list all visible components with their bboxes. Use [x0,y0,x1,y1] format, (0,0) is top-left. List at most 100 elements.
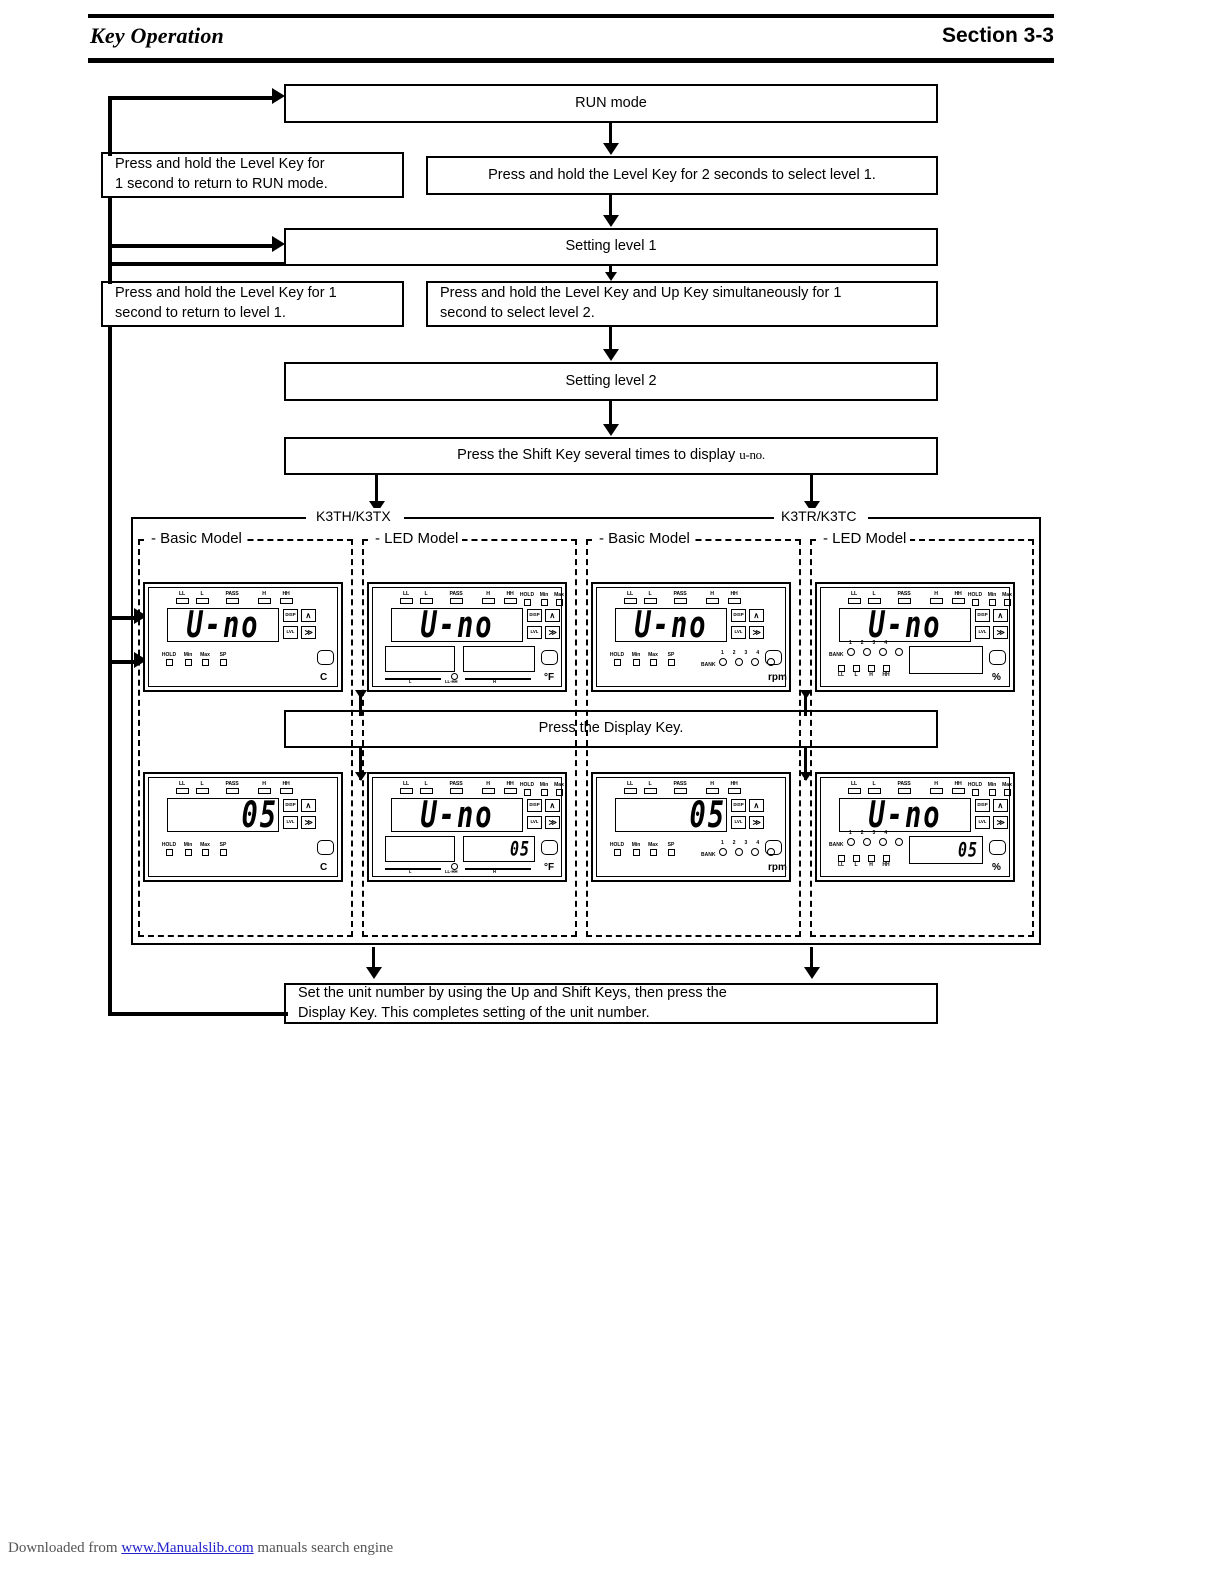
return-level1-line1: Press and hold the Level Key for 1 [115,285,337,302]
flow-box-return-level1: Press and hold the Level Key for 1 secon… [101,281,404,327]
unit-label-k3tc-led: % [992,672,1001,683]
btn-level-key-glyph: LVL [286,629,295,635]
arrow-run-to-level1 [603,143,619,155]
unit-label-k3th-basic-2: C [320,862,328,873]
btn-up-key[interactable]: ∧ [301,609,316,622]
indicator-hh: HH [949,591,967,604]
page-header: Key Operation Section 3-3 [88,14,1054,63]
indicator-hh: HH [277,591,295,604]
btn-up-key[interactable]: ∧ [993,799,1008,812]
btn-up-key-glyph: ∧ [753,610,760,620]
btn-level-key[interactable]: LVL [731,626,746,639]
btn-shift-key[interactable]: ≫ [993,626,1008,639]
main-display: U-no [167,608,279,642]
main-display: U-no [615,608,727,642]
flow-box-run-mode: RUN mode [284,84,938,123]
indicator-h-limit-led [867,665,875,672]
btn-level-key[interactable]: LVL [283,626,298,639]
btn-display-key[interactable]: DISP [283,799,298,812]
indicator-ll-led [623,598,637,604]
btn-shift-key[interactable]: ≫ [749,816,764,829]
btn-level-key[interactable]: LVL [283,816,298,829]
btn-level-key-glyph: LVL [530,629,539,635]
manualslib-link[interactable]: www.Manualslib.com [121,1540,254,1556]
main-display: 05 [615,798,727,832]
btn-shift-key[interactable]: ≫ [749,626,764,639]
btn-shift-key[interactable]: ≫ [301,626,316,639]
bank-indicator-row: BANK [701,658,779,668]
indicator-hold-status: HOLD [609,652,625,666]
btn-display-key[interactable]: DISP [527,609,542,622]
btn-level-key[interactable]: LVL [731,816,746,829]
shift-key-text: Press the Shift Key several times to dis… [457,446,765,466]
main-display: U-no [839,608,971,642]
feedback-run-vertical [108,96,112,156]
indicator-ll-limit: LL [835,854,847,868]
indicator-min-top: Min [536,592,552,606]
connector-setting1-to-level2sel [609,266,612,273]
header-rule-top [88,14,1054,18]
btn-display-key[interactable]: DISP [527,799,542,812]
btn-up-key[interactable]: ∧ [749,609,764,622]
btn-display-key[interactable]: DISP [283,609,298,622]
indicator-min-top: Min [536,782,552,796]
btn-display-key[interactable]: DISP [731,609,746,622]
flow-box-shift-key: Press the Shift Key several times to dis… [284,437,938,475]
feedback-level1-vertical-b [108,244,112,284]
bargraph-center-dot [451,863,458,870]
btn-shift-key[interactable]: ≫ [545,626,560,639]
sub-display-left [385,836,455,862]
indicator-ll-limit-led [837,665,845,672]
indicator-pass: PASS [223,781,241,794]
main-display: U-no [391,608,523,642]
indicator-max-top: Max [999,782,1015,796]
connector-level2sel-to-setting2 [609,327,612,349]
indicator-max-status-led [649,849,657,856]
btn-up-key[interactable]: ∧ [545,609,560,622]
main-display-value: 05 [689,798,726,832]
btn-shift-key[interactable]: ≫ [545,816,560,829]
btn-level-key[interactable]: LVL [975,816,990,829]
btn-level-key[interactable]: LVL [975,626,990,639]
btn-display-key[interactable]: DISP [975,609,990,622]
flow-box-display-key: Press the Display Key. [284,710,938,748]
indicator-h-led [929,598,943,604]
indicator-l-led [195,788,209,794]
indicator-h-led [257,598,271,604]
indicator-hold-led [523,789,531,796]
sub-display-value: 05 [509,837,530,861]
btn-up-key[interactable]: ∧ [993,609,1008,622]
btn-shift-key[interactable]: ≫ [993,816,1008,829]
feedback-level1-arrowhead [272,236,285,252]
btn-display-key[interactable]: DISP [731,799,746,812]
btn-level-key[interactable]: LVL [527,626,542,639]
indicator-l-limit-led [852,855,860,862]
indicator-h: H [927,591,945,604]
btn-up-key[interactable]: ∧ [545,799,560,812]
btn-level-key[interactable]: LVL [527,816,542,829]
indicator-hh-led [279,788,293,794]
btn-level-key-glyph: LVL [734,629,743,635]
device-inner-bezel [596,587,786,687]
connector-setting2-to-shift [609,401,612,425]
indicator-pass: PASS [895,591,913,604]
bank-led [895,648,904,656]
main-display-value: 05 [241,798,278,832]
btn-display-key-glyph: DISP [285,612,296,618]
indicator-max-status: Max [197,842,213,856]
arrow-setting2-to-shift [603,424,619,436]
bank-led [863,648,872,656]
bargraph-scale-left [385,678,441,680]
header-rule-bottom [88,58,1054,63]
flow-box-setting-level1: Setting level 1 [284,228,938,266]
btn-up-key[interactable]: ∧ [301,799,316,812]
select-level2-line2: second to select level 2. [440,305,595,321]
bank-indicator-row: BANK [829,838,907,848]
indicator-h-led [257,788,271,794]
btn-shift-key[interactable]: ≫ [301,816,316,829]
indicator-l-led [643,788,657,794]
indicator-h-led [481,598,495,604]
btn-display-key[interactable]: DISP [975,799,990,812]
indicator-ll-led [623,788,637,794]
btn-up-key[interactable]: ∧ [749,799,764,812]
